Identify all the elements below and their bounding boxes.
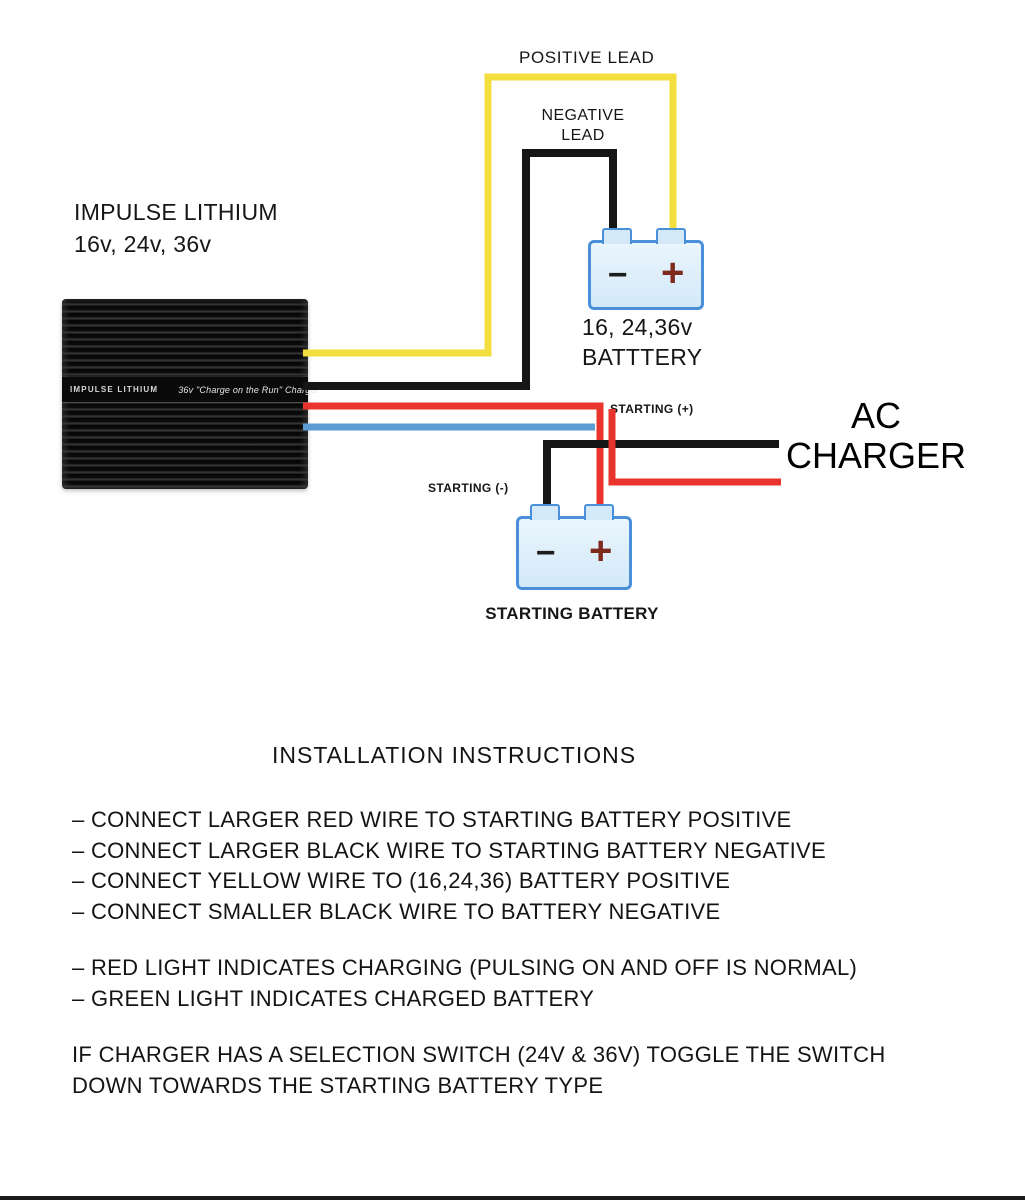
charger-model-label: 36v "Charge on the Run" Charger xyxy=(178,384,319,395)
ac-charger-label: AC CHARGER xyxy=(785,395,967,476)
instruction-line: – CONNECT LARGER BLACK WIRE TO STARTING … xyxy=(72,837,826,863)
negative-lead-label: NEGATIVE LEAD xyxy=(541,107,625,144)
image-bottom-edge xyxy=(0,1196,1025,1200)
battery-caption: 16, 24,36v BATTTERY xyxy=(582,314,703,370)
instruction-line: – CONNECT YELLOW WIRE TO (16,24,36) BATT… xyxy=(72,868,731,893)
instruction-line: – CONNECT LARGER RED WIRE TO STARTING BA… xyxy=(72,807,792,832)
installation-instructions: INSTALLATION INSTRUCTIONS – CONNECT LARG… xyxy=(72,742,1002,1101)
starting-negative-label: STARTING (-) xyxy=(428,481,509,495)
plus-symbol: + xyxy=(588,529,613,573)
battery-negative-terminal xyxy=(602,228,632,244)
starting-battery-positive-terminal xyxy=(584,504,614,520)
charger-title-label: IMPULSE LITHIUM 16v, 24v, 36v xyxy=(74,199,278,258)
instruction-line: – RED LIGHT INDICATES CHARGING (PULSING … xyxy=(72,955,858,980)
wiring-steps-group: – CONNECT LARGER RED WIRE TO STARTING BA… xyxy=(72,805,1002,927)
plus-symbol: + xyxy=(660,251,685,295)
instructions-title: INSTALLATION INSTRUCTIONS xyxy=(272,742,637,768)
charger-brand-label: IMPULSE LITHIUM xyxy=(70,385,159,394)
indicator-notes-group: – RED LIGHT INDICATES CHARGING (PULSING … xyxy=(72,953,1002,1014)
charger-label-band: IMPULSE LITHIUM 36v "Charge on the Run" … xyxy=(62,377,319,402)
battery-positive-terminal xyxy=(656,228,686,244)
ac-charger-black-wire xyxy=(543,440,779,522)
starting-battery: − + xyxy=(516,504,632,590)
minus-symbol: − xyxy=(535,534,556,572)
starting-battery-negative-terminal xyxy=(530,504,560,520)
lithium-battery: − + xyxy=(588,228,704,310)
small-black-negative-wire xyxy=(303,149,617,390)
lightning-bolt-icon xyxy=(160,383,165,396)
instruction-line: – GREEN LIGHT INDICATES CHARGED BATTERY xyxy=(72,985,595,1011)
ac-charger-red-wire xyxy=(608,409,781,486)
switch-note: IF CHARGER HAS A SELECTION SWITCH (24V &… xyxy=(72,1042,886,1098)
positive-lead-label: POSITIVE LEAD xyxy=(519,48,655,67)
instruction-line: – CONNECT SMALLER BLACK WIRE TO BATTERY … xyxy=(72,898,721,924)
charger-device: IMPULSE LITHIUM 36v "Charge on the Run" … xyxy=(62,299,319,489)
starting-battery-caption: STARTING BATTERY xyxy=(485,604,659,623)
starting-positive-label: STARTING (+) xyxy=(610,402,694,416)
minus-symbol: − xyxy=(607,256,628,294)
